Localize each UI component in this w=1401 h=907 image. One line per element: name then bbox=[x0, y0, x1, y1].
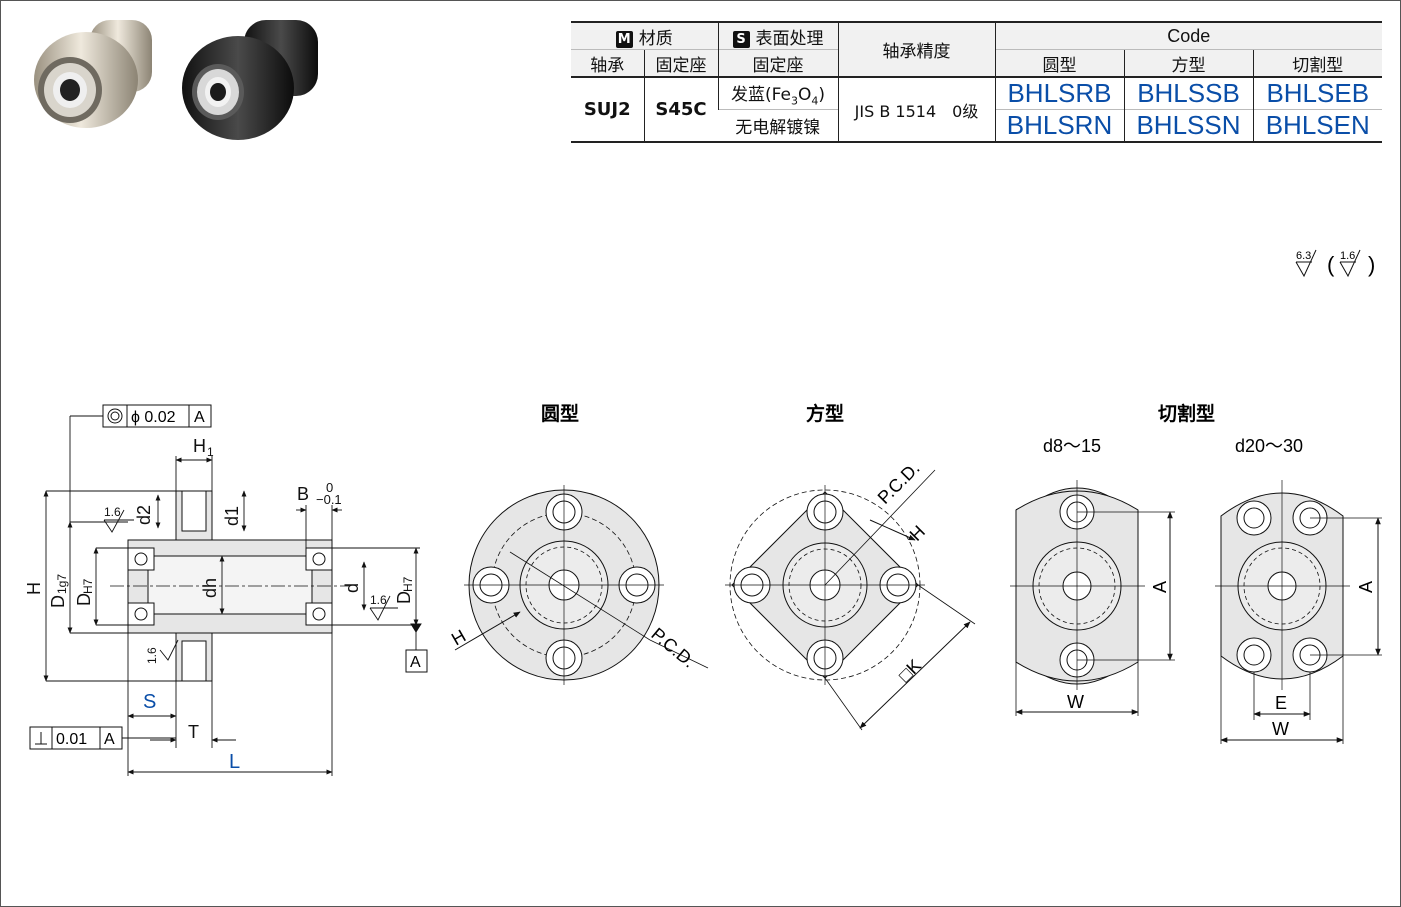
bearing-header: 轴承 bbox=[571, 49, 644, 77]
cut-small-range: d8～15 bbox=[1043, 436, 1101, 456]
svg-text:1: 1 bbox=[207, 445, 214, 459]
cut-large-w-label: W bbox=[1272, 719, 1289, 739]
svg-text:1.6: 1.6 bbox=[370, 593, 387, 607]
svg-text:L: L bbox=[229, 751, 240, 773]
side-view-dimensions bbox=[43, 415, 422, 776]
square-view-title: 方型 bbox=[806, 402, 844, 425]
side-view-labels: H 1 d2 d1 B 0 −0.1 H D 1g7 D H7 dh d D H… bbox=[24, 436, 415, 773]
svg-text:dh: dh bbox=[200, 578, 220, 598]
cut-view-title: 切割型 bbox=[1158, 402, 1215, 425]
coaxiality-tolerance-frame: ϕ 0.02 A bbox=[102, 404, 212, 428]
surface-badge: S bbox=[732, 30, 750, 48]
housing-material: S45C bbox=[643, 76, 718, 143]
svg-text:S: S bbox=[143, 691, 156, 713]
svg-text:B: B bbox=[297, 484, 309, 504]
code-round-black[interactable]: BHLSRB bbox=[994, 76, 1124, 110]
round-view-title: 圆型 bbox=[541, 402, 579, 425]
cut-type-header: 切割型 bbox=[1252, 49, 1382, 77]
precision-header: 轴承精度 bbox=[837, 21, 995, 77]
cut-small-w-label: W bbox=[1067, 692, 1084, 712]
surface-roughness-symbol: 6.3 ( 1.6 ) bbox=[1295, 249, 1375, 278]
square-pcd-label: P.C.D. bbox=[874, 458, 924, 508]
cut-large-e-label: E bbox=[1275, 693, 1287, 713]
round-h-label: H bbox=[448, 626, 469, 650]
svg-text:1.6: 1.6 bbox=[145, 647, 159, 664]
svg-text:1g7: 1g7 bbox=[55, 574, 69, 594]
svg-text:A: A bbox=[194, 409, 205, 426]
svg-text:D: D bbox=[74, 593, 94, 606]
material-badge: M bbox=[615, 30, 633, 48]
svg-text:(: ( bbox=[1327, 252, 1335, 277]
surface-treatment-nickel: 无电解镀镍 bbox=[718, 109, 838, 143]
svg-text:1.6: 1.6 bbox=[1340, 250, 1355, 262]
svg-text:A: A bbox=[410, 654, 421, 671]
svg-text:d: d bbox=[342, 583, 362, 593]
svg-text:H7: H7 bbox=[81, 578, 95, 594]
cut-small-a-label: A bbox=[1150, 581, 1170, 593]
surface-treatment-black: 发蓝(Fe3O4) bbox=[717, 76, 838, 110]
svg-text:): ) bbox=[1368, 252, 1375, 277]
svg-text:d1: d1 bbox=[222, 506, 242, 526]
cut-view-large bbox=[1215, 480, 1382, 744]
surface-sub-header: 固定座 bbox=[717, 49, 838, 77]
svg-text:H: H bbox=[193, 436, 206, 456]
svg-text:d2: d2 bbox=[134, 505, 154, 525]
svg-text:A: A bbox=[104, 731, 115, 748]
product-photo-black bbox=[182, 20, 318, 140]
side-section-view bbox=[110, 490, 350, 682]
cut-large-a-label: A bbox=[1356, 581, 1376, 593]
square-type-header: 方型 bbox=[1123, 49, 1253, 77]
housing-header: 固定座 bbox=[643, 49, 718, 77]
square-view bbox=[725, 469, 976, 731]
square-k-label: □K bbox=[895, 656, 925, 686]
svg-text:D: D bbox=[48, 595, 68, 608]
svg-text:H: H bbox=[24, 582, 44, 595]
code-square-nickel[interactable]: BHLSSN bbox=[1123, 109, 1253, 143]
cut-view-small bbox=[1010, 480, 1175, 716]
svg-text:T: T bbox=[188, 722, 199, 742]
code-header: Code bbox=[994, 21, 1382, 50]
svg-text:0.01: 0.01 bbox=[56, 731, 87, 748]
svg-text:6.3: 6.3 bbox=[1296, 250, 1311, 262]
product-photo-nickel bbox=[34, 20, 152, 128]
round-view bbox=[454, 485, 709, 685]
code-round-nickel[interactable]: BHLSRN bbox=[994, 109, 1124, 143]
svg-text:1.6: 1.6 bbox=[104, 505, 121, 519]
precision-value: JIS B 1514 0级 bbox=[837, 76, 995, 143]
round-type-header: 圆型 bbox=[994, 49, 1124, 77]
cut-large-range: d20～30 bbox=[1235, 436, 1303, 456]
bearing-material: SUJ2 bbox=[571, 76, 644, 143]
svg-text:ϕ 0.02: ϕ 0.02 bbox=[131, 409, 176, 426]
datum-a-box: A bbox=[405, 649, 428, 673]
svg-text:D: D bbox=[394, 591, 414, 604]
code-cut-nickel[interactable]: BHLSEN bbox=[1252, 109, 1382, 143]
code-square-black[interactable]: BHLSSB bbox=[1123, 76, 1253, 110]
round-pcd-label: P.C.D. bbox=[647, 624, 699, 672]
svg-text:H7: H7 bbox=[401, 576, 415, 592]
perpendicularity-tolerance-frame: 0.01 A bbox=[29, 726, 123, 750]
svg-text:0: 0 bbox=[326, 480, 333, 495]
svg-text:−0.1: −0.1 bbox=[316, 492, 342, 507]
square-h-label: H bbox=[906, 521, 929, 544]
code-cut-black[interactable]: BHLSEB bbox=[1252, 76, 1382, 110]
